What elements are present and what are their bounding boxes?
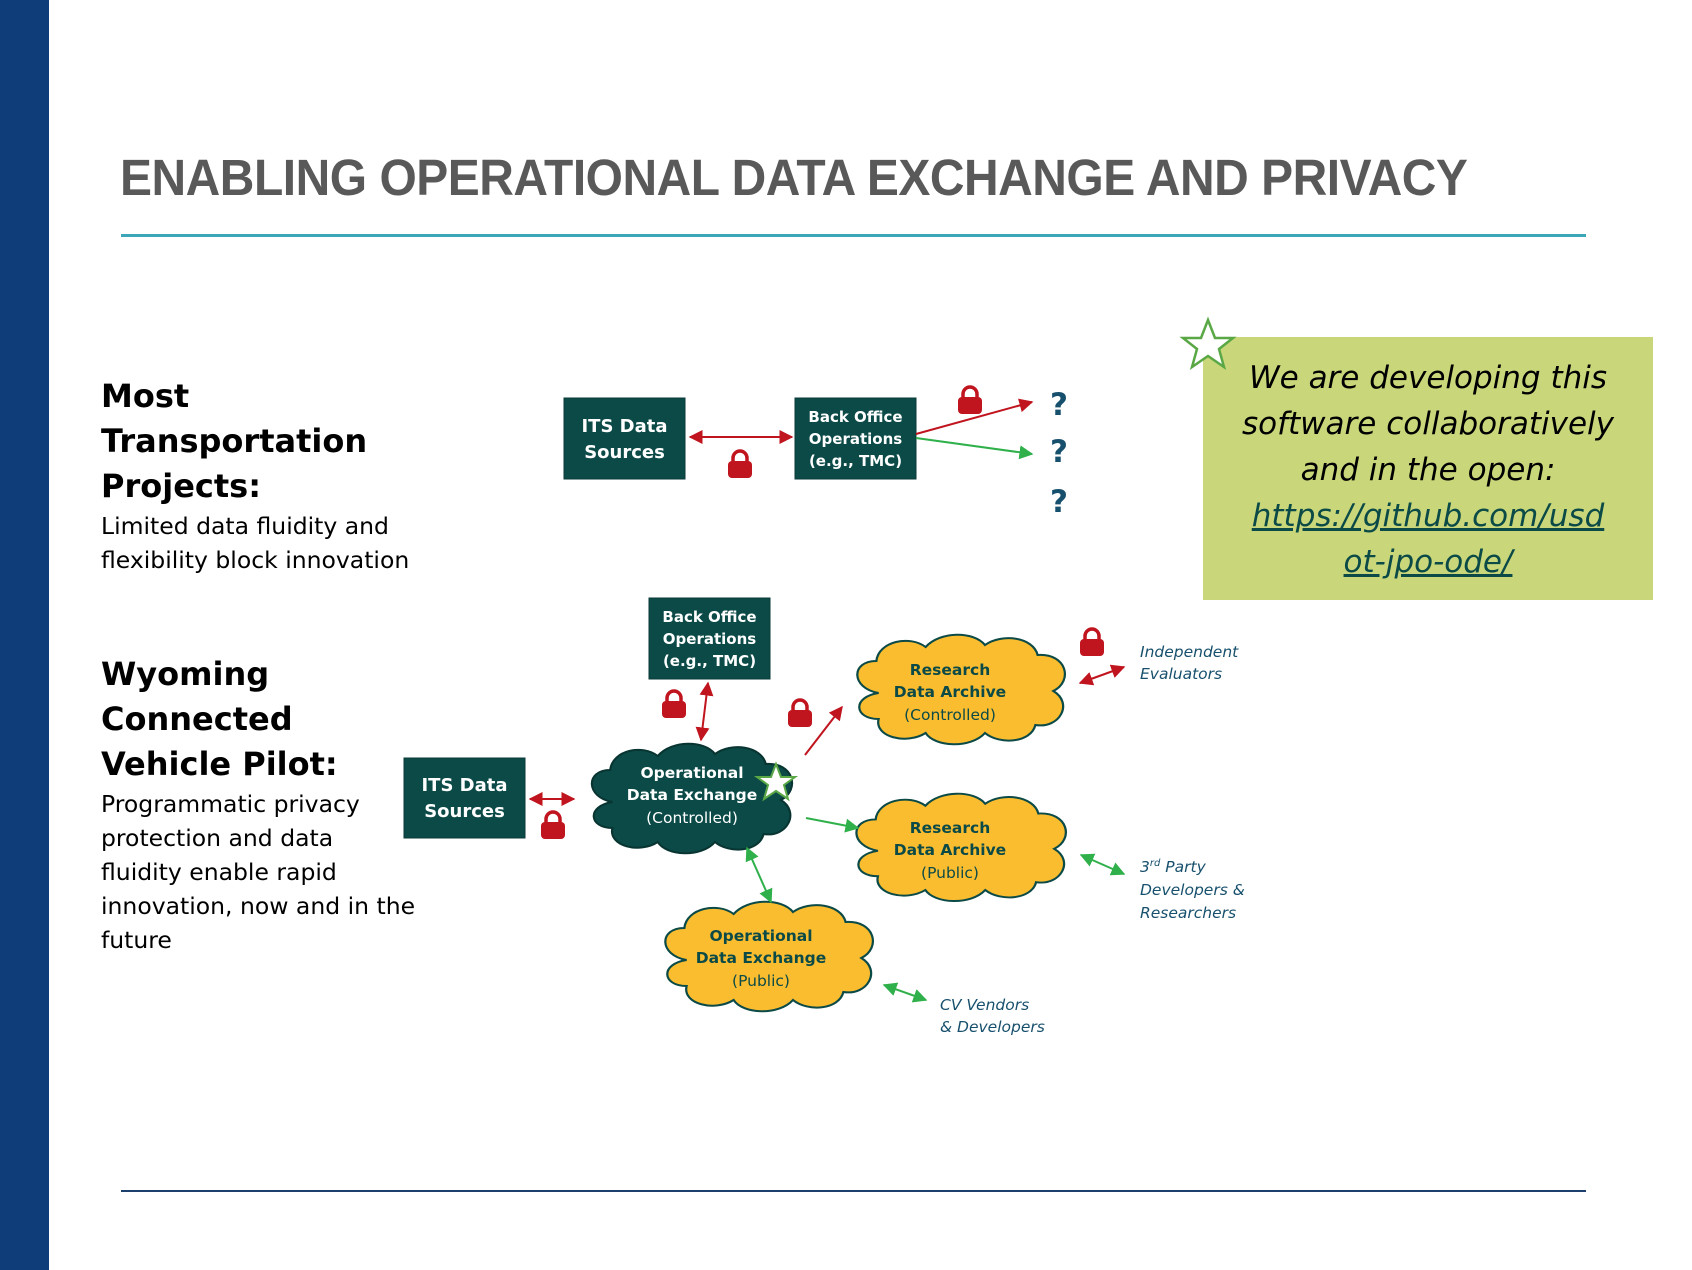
independent-label-2: Evaluators [1140, 665, 1222, 683]
back-office-label-bottom-3: (e.g., TMC) [663, 652, 756, 670]
cv-vendors-label-2: & Developers [940, 1018, 1045, 1036]
back-office-label-top-1: Back Office [808, 408, 902, 426]
section-most-projects-heading: Most Transportation Projects: [101, 377, 368, 505]
section-wyoming-pilot-body: Programmatic privacy protection and data… [101, 790, 416, 954]
rda-controlled-label-3: (Controlled) [904, 706, 996, 724]
third-party-label-2: Developers & [1140, 881, 1245, 899]
rda-public-label-3: (Public) [921, 864, 979, 882]
callout-text: We are developing this software collabor… [1242, 360, 1614, 488]
callout-box: We are developing this software collabor… [1203, 337, 1653, 600]
question-mark-1: ? [1050, 387, 1068, 423]
its-label-bottom-2: Sources [424, 801, 505, 822]
rda-controlled-label-1: Research [910, 661, 991, 679]
arrow-ode-rda-controlled [804, 705, 843, 756]
ode-public-label-2: Data Exchange [696, 949, 827, 967]
arrow-red-question-top [915, 398, 1034, 435]
github-link[interactable]: https://github.com/usdot-jpo-ode/ [1251, 498, 1605, 580]
back-office-box-bottom [648, 597, 771, 680]
cv-vendors-label-1: CV Vendors [940, 996, 1029, 1014]
its-data-sources-box-top [563, 397, 686, 480]
arrow-green-question-top [915, 437, 1034, 460]
independent-label-1: Independent [1140, 643, 1239, 661]
footer-rule [121, 1190, 1586, 1192]
its-label-bottom-1: ITS Data [421, 775, 507, 796]
back-office-box-top [794, 397, 917, 480]
question-mark-2: ? [1050, 434, 1068, 470]
section-wyoming-pilot: Wyoming Connected Vehicle Pilot: Program… [101, 652, 421, 957]
lock-icon [1079, 627, 1105, 657]
ode-controlled-label-2: Data Exchange [627, 786, 758, 804]
back-office-label-bottom-1: Back Office [662, 608, 756, 626]
its-data-sources-box-bottom [403, 757, 526, 839]
back-office-label-top-2: Operations [809, 430, 902, 448]
its-label-top-2: Sources [584, 442, 665, 463]
star-icon [753, 761, 799, 802]
page-title: ENABLING OPERATIONAL DATA EXCHANGE AND P… [120, 149, 1468, 206]
lock-icon [787, 698, 813, 728]
rda-controlled-label-2: Data Archive [894, 683, 1006, 701]
sidebar-stripe [0, 0, 49, 1270]
arrow-backoffice-ode [695, 681, 714, 742]
lock-icon [727, 449, 753, 479]
ode-controlled-label-3: (Controlled) [646, 809, 738, 827]
back-office-label-bottom-2: Operations [663, 630, 756, 648]
section-most-projects-body: Limited data fluidity and flexibility bl… [101, 512, 410, 574]
lock-icon [661, 689, 687, 719]
arrow-ode-cv-vendors [882, 982, 928, 1003]
lock-icon [957, 385, 983, 415]
section-wyoming-pilot-heading: Wyoming Connected Vehicle Pilot: [101, 655, 338, 783]
arrow-ode-rda-public [805, 817, 860, 833]
ode-public-label-1: Operational [709, 927, 812, 945]
section-most-projects: Most Transportation Projects: Limited da… [101, 374, 441, 577]
star-icon [1179, 316, 1237, 370]
back-office-label-top-3: (e.g., TMC) [809, 452, 902, 470]
ode-controlled-label-1: Operational [640, 764, 743, 782]
arrow-ode-ode-public [745, 846, 773, 904]
arrow-rda-evaluators [1078, 664, 1126, 686]
third-party-label-3: Researchers [1140, 904, 1236, 922]
arrow-rda-third-party [1079, 853, 1126, 876]
lock-icon [540, 810, 566, 840]
question-mark-3: ? [1050, 484, 1068, 520]
ode-public-label-3: (Public) [732, 972, 790, 990]
rda-public-label-1: Research [910, 819, 991, 837]
rda-public-label-2: Data Archive [894, 841, 1006, 859]
title-underline [121, 234, 1586, 237]
third-party-label-1: 3rd Party [1140, 858, 1207, 876]
its-label-top-1: ITS Data [581, 416, 667, 437]
